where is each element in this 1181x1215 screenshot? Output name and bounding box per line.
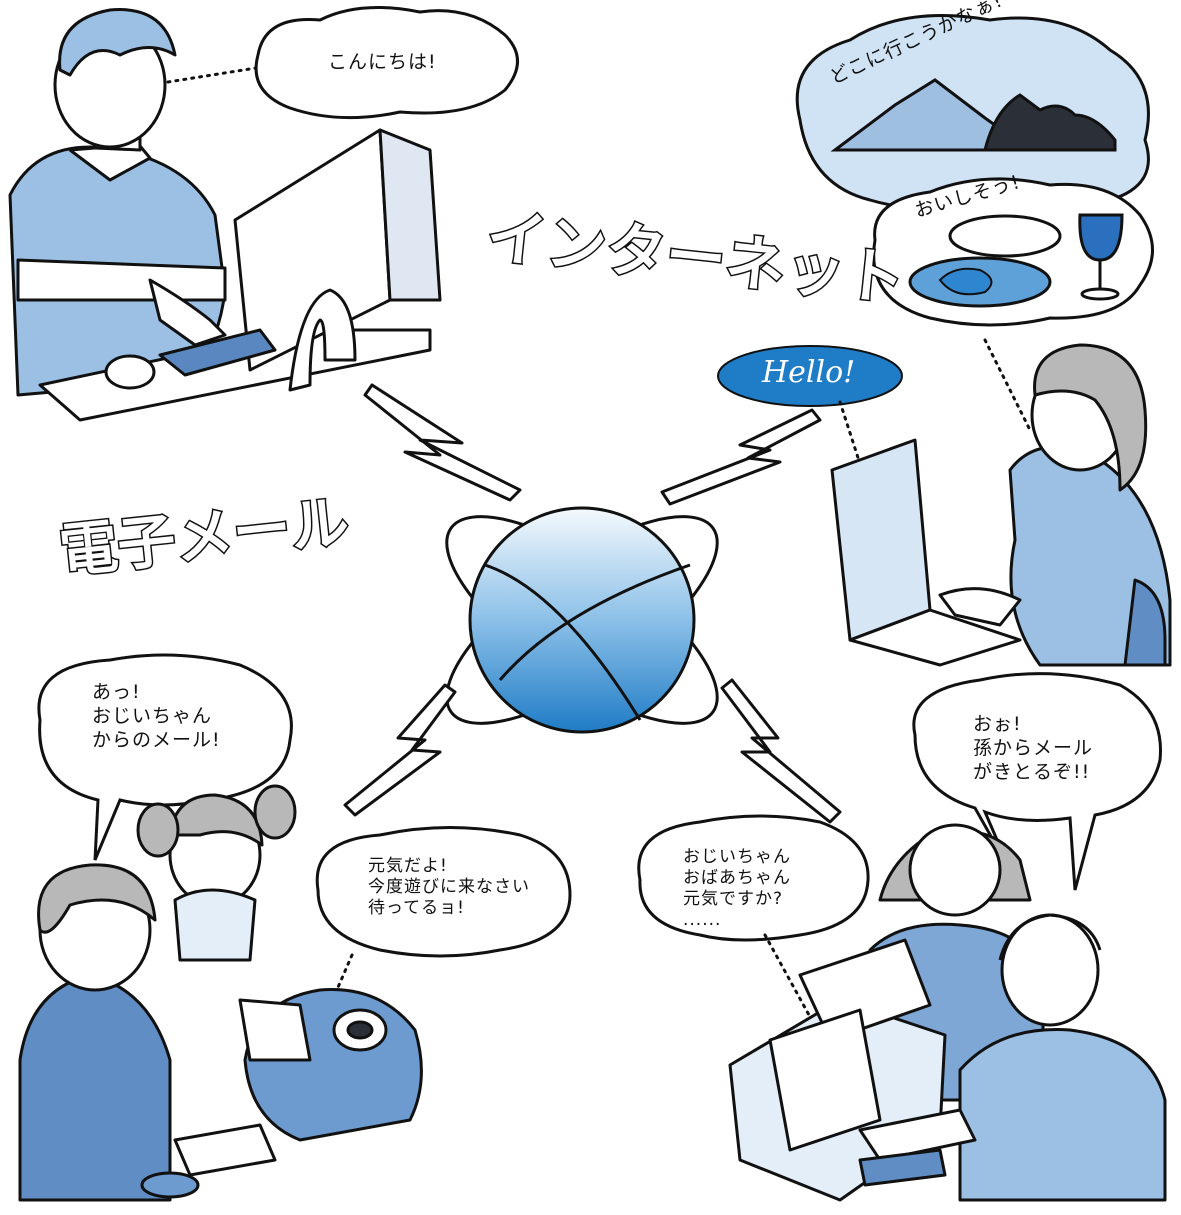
globe-icon: [445, 506, 719, 734]
speech-bubble-man: [254, 6, 519, 120]
connection-bolt-top-right: [660, 408, 822, 506]
connection-bolt-bottom-left: [343, 683, 457, 817]
thought-bubble-travel: [795, 14, 1150, 211]
man-at-computer: [8, 8, 442, 422]
grandpa-speech-bubble: [912, 672, 1162, 891]
girl-speech-text: あっ! おじいちゃん からのメール!: [92, 681, 221, 751]
hello-bubble: [717, 345, 903, 407]
grandparents-at-computer: [728, 823, 1167, 1202]
family-at-computer: [18, 784, 423, 1202]
woman-with-laptop: [830, 343, 1172, 667]
screen-message-text: おじいちゃん おばあちゃん 元気ですか? ......: [683, 847, 791, 930]
girl-speech-bubble: [37, 653, 293, 861]
connection-bolt-top-left: [363, 383, 522, 502]
thought-bubble-food: [872, 177, 1154, 327]
mother-speech-text: 元気だよ! 今度遊びに来なさい 待ってるョ!: [368, 856, 530, 918]
hello-text: Hello!: [762, 355, 856, 390]
mother-speech-bubble: [315, 826, 572, 958]
man-greeting-text: こんにちは!: [328, 51, 437, 73]
connection-bolt-bottom-right: [720, 678, 842, 824]
screen-speech-bubble: [637, 814, 870, 942]
grandpa-speech-text: おぉ! 孫からメール がきとるぞ!!: [973, 713, 1094, 783]
